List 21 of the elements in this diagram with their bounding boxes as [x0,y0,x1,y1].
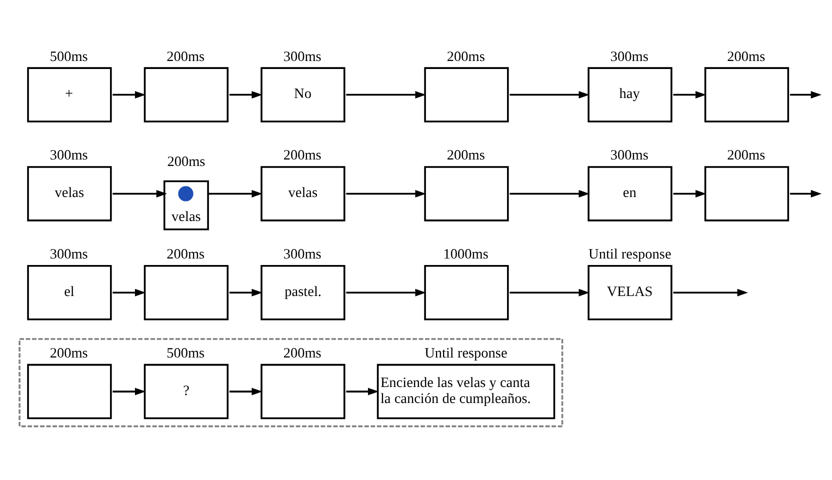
node-label: 300ms [50,246,88,262]
node-label: 200ms [166,246,205,262]
node-label: 200ms [167,153,206,170]
node-label: 200ms [166,48,205,64]
node-label: 300ms [50,147,88,164]
node-label: 300ms [610,48,648,64]
node-label: 500ms [166,345,205,362]
node-label: 200ms [283,147,322,164]
node-label: 300ms [283,48,322,64]
node-label: 300ms [283,246,322,262]
node-label: 200ms [50,345,88,362]
node-label: 200ms [446,48,485,64]
node-label: 300ms [610,147,648,164]
node-label: 200ms [283,345,322,362]
node-label: 1000ms [443,246,488,262]
node-label: 200ms [446,147,485,164]
node-label: 200ms [727,147,766,164]
node-label: Until response [588,246,672,262]
node-label: Until response [424,345,508,362]
node-label: 500ms [50,48,88,64]
node-label: 200ms [727,48,766,64]
